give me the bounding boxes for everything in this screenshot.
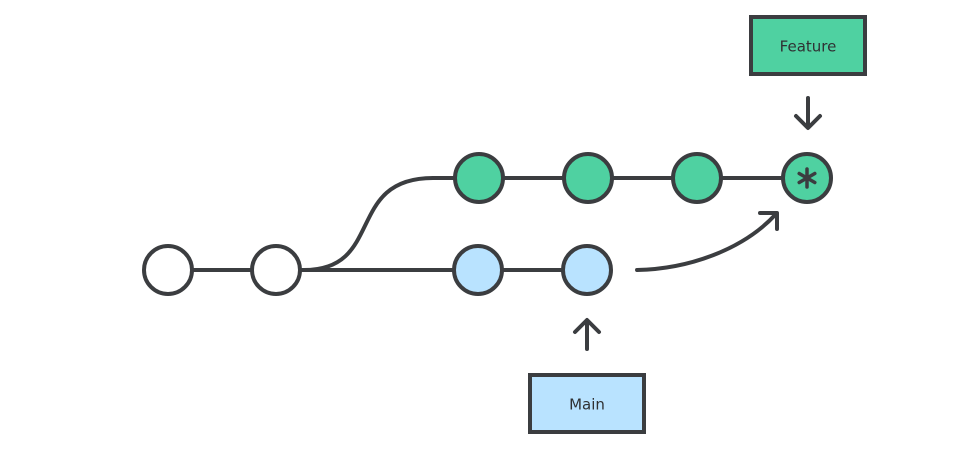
branch-curve	[302, 176, 435, 272]
merge-arrow-curve	[635, 212, 778, 272]
feature-pointer-arrowhead	[794, 114, 822, 130]
feature-label-text: Feature	[780, 38, 837, 56]
merge-arrowhead	[758, 211, 779, 231]
feature-label-box	[749, 15, 867, 76]
main-label-box	[528, 373, 646, 434]
asterisk-icon	[797, 167, 817, 189]
feature-commit-3	[671, 152, 723, 204]
main-commit-1	[452, 244, 504, 296]
main-label-text: Main	[569, 396, 605, 414]
main-commit-2	[561, 244, 613, 296]
base-commit-1	[142, 244, 194, 296]
main-pointer-arrowhead	[573, 318, 601, 334]
base-commit-2	[250, 244, 302, 296]
feature-commit-2	[562, 152, 614, 204]
feature-commit-1	[453, 152, 505, 204]
